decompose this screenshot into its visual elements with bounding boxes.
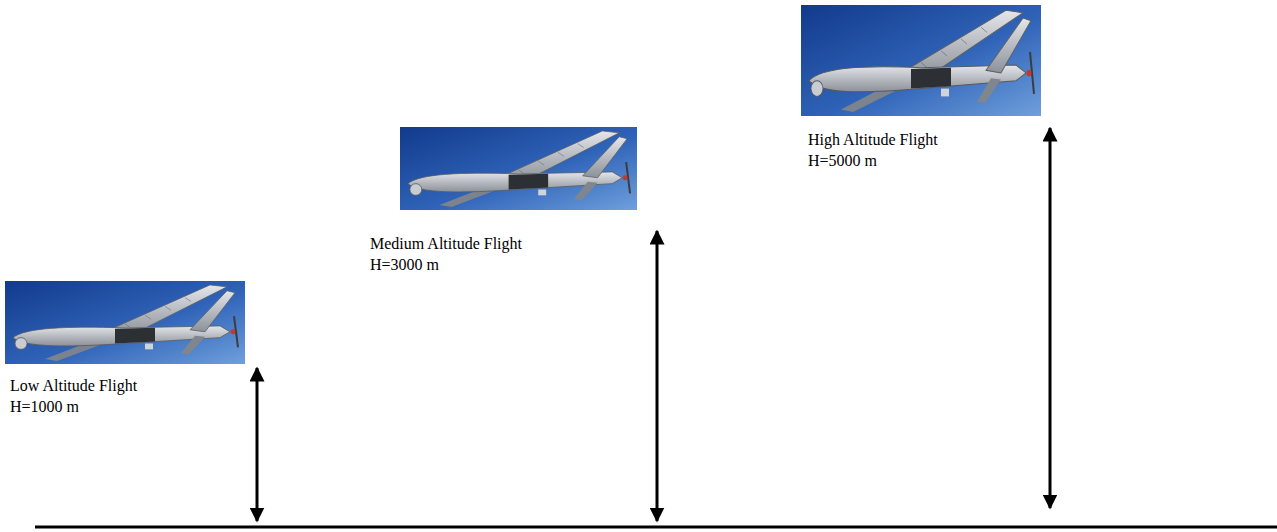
- drone-photo: [400, 127, 637, 210]
- height-arrow: [256, 368, 259, 521]
- ground-line: [35, 526, 1277, 529]
- flight-name: High Altitude Flight: [808, 130, 938, 149]
- drone-photo: [801, 5, 1041, 116]
- height-arrow: [1049, 128, 1052, 508]
- height-value: H=1000 m: [10, 397, 79, 416]
- flight-name: Medium Altitude Flight: [370, 234, 522, 253]
- height-value: H=5000 m: [808, 151, 877, 170]
- flight-name: Low Altitude Flight: [10, 376, 137, 395]
- drone-photo: [5, 281, 245, 364]
- height-arrow: [656, 231, 659, 521]
- height-value: H=3000 m: [370, 255, 439, 274]
